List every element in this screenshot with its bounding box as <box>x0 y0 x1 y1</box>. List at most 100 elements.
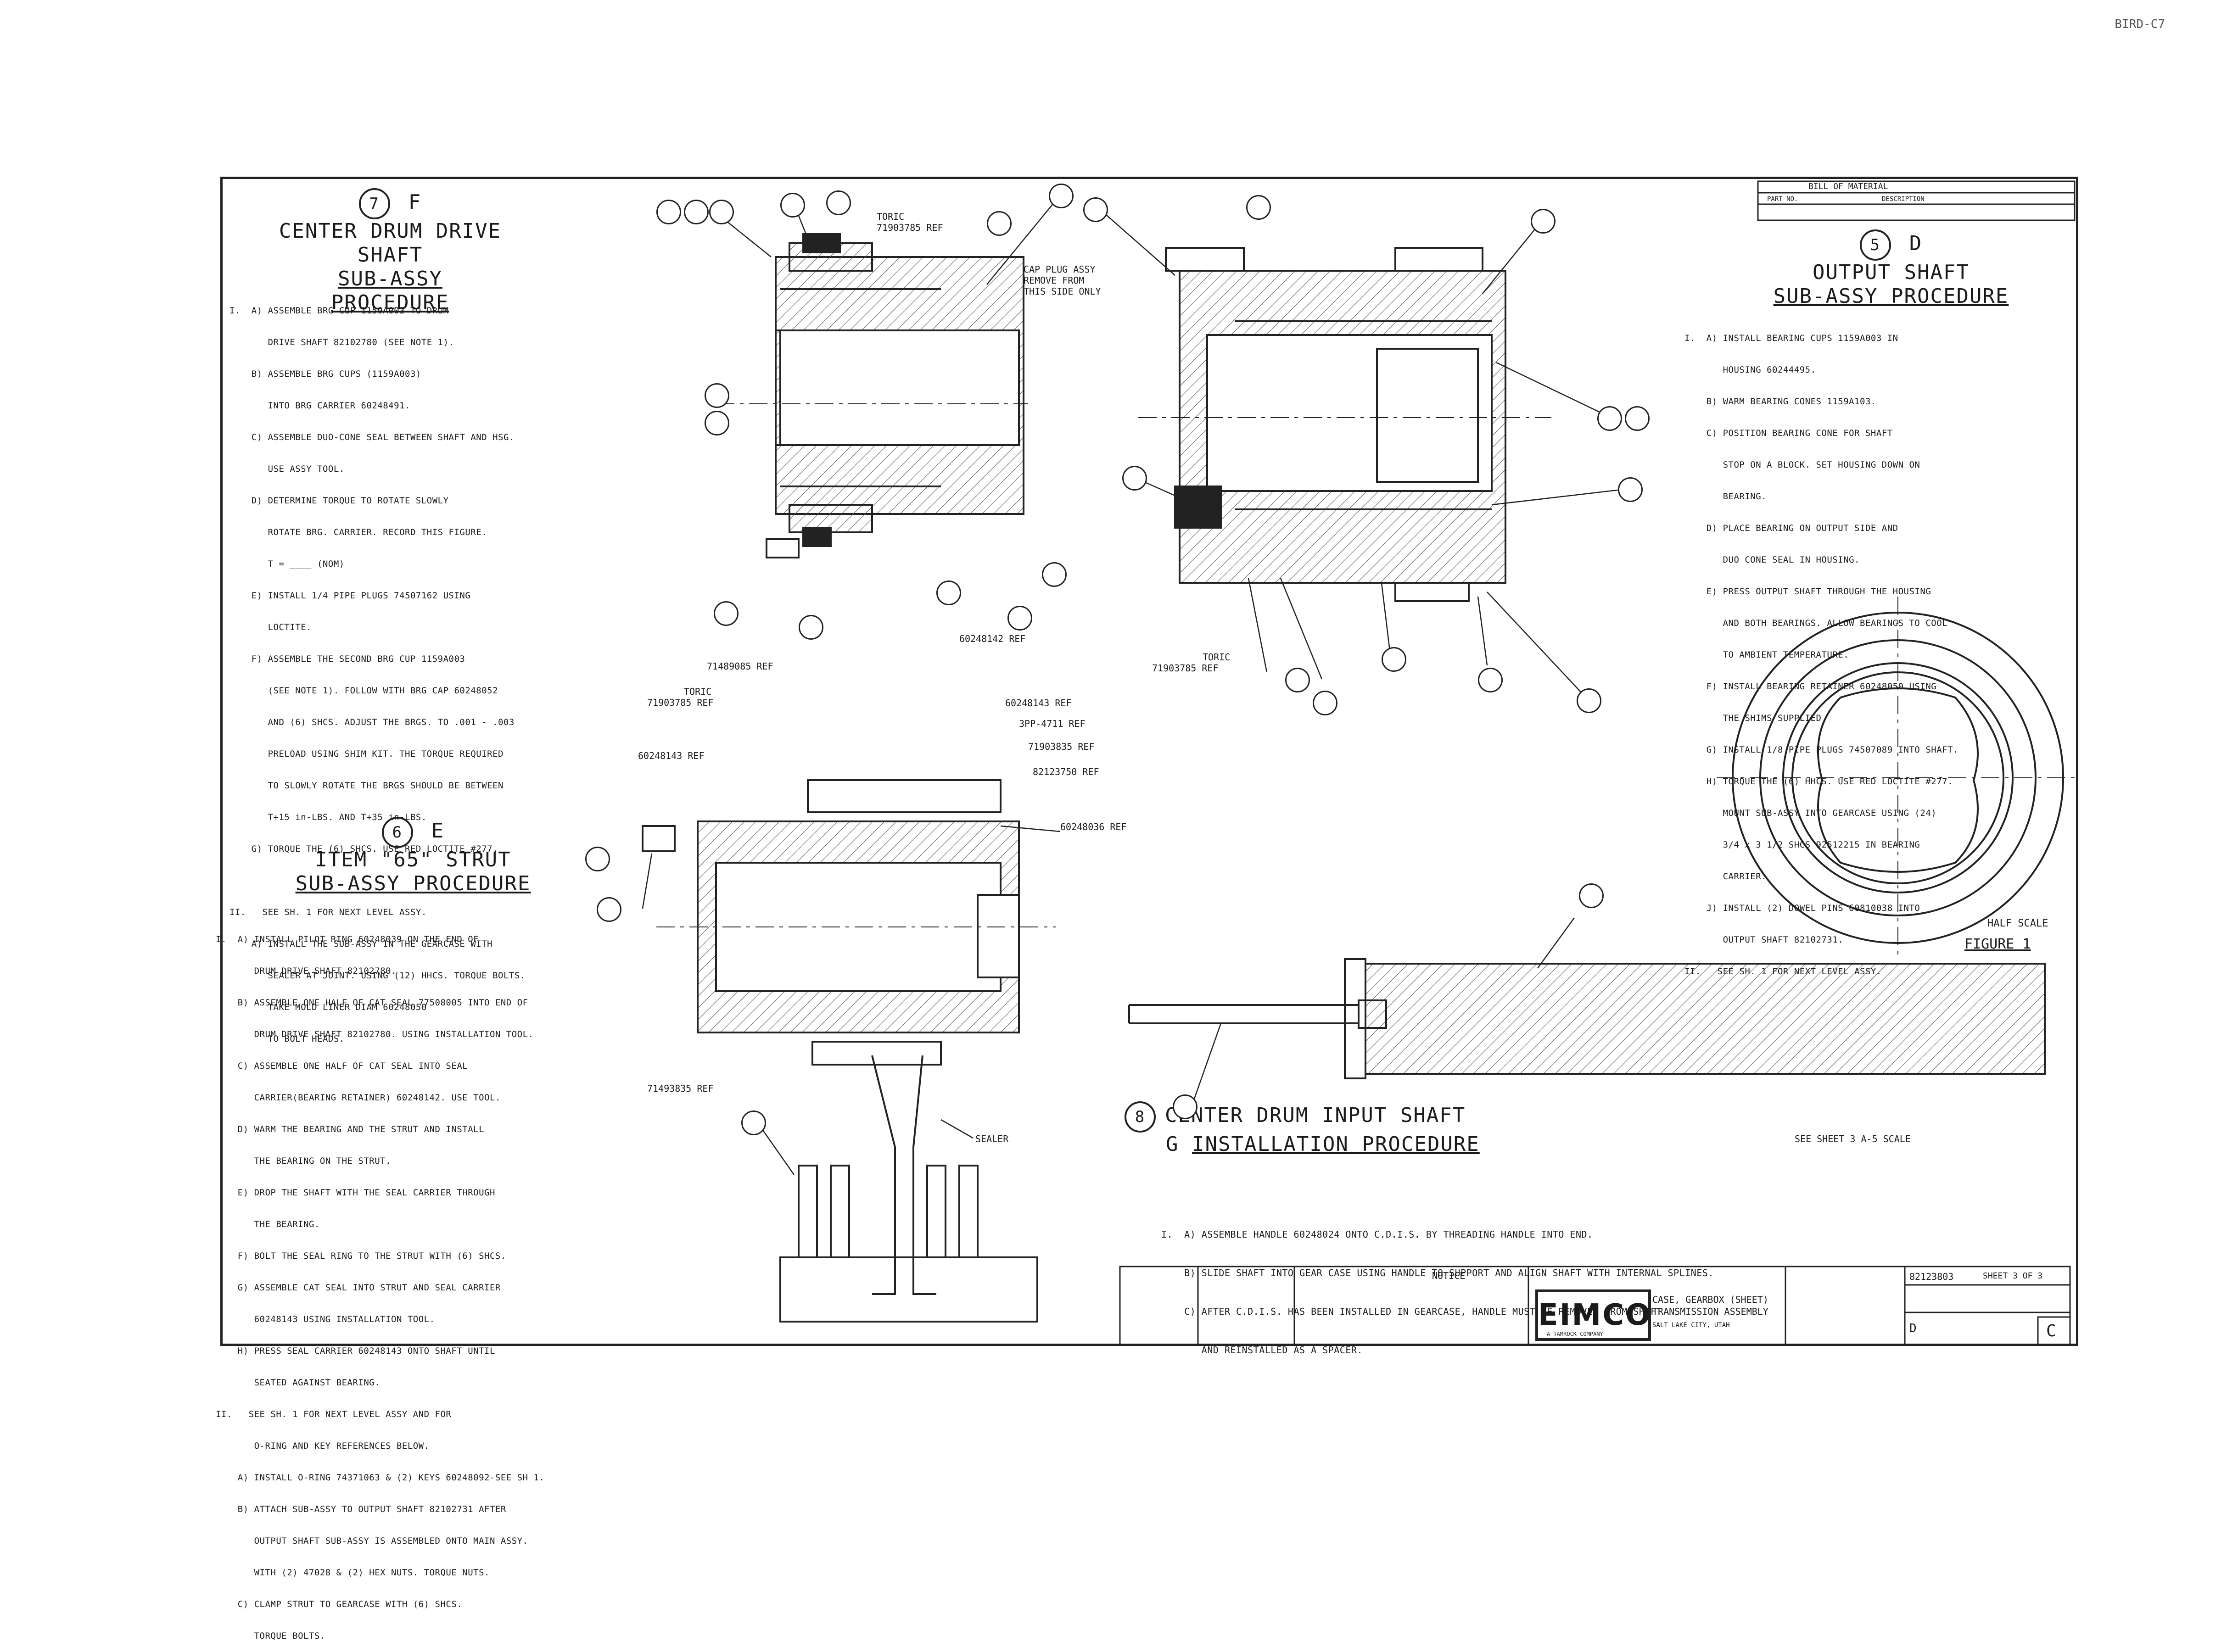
section-g-scale-note: SEE SHEET 3 A-5 SCALE <box>1795 1133 1911 1144</box>
step: H) TORQUE THE (6) HHCS. USE RED LOCTITE … <box>1684 776 1953 787</box>
item-balloon <box>987 211 1012 236</box>
step: CARRIER. <box>1684 871 1767 882</box>
view-number-d: 5 <box>1859 229 1891 261</box>
step: D) PLACE BEARING ON OUTPUT SIDE AND <box>1684 523 1898 533</box>
drawing-number: 82123803 <box>1909 1271 1954 1282</box>
section-g-steps: I. A) ASSEMBLE HANDLE 60248024 ONTO C.D.… <box>1161 1202 1714 1369</box>
step: O-RING AND KEY REFERENCES BELOW. <box>216 1441 430 1451</box>
section-d-steps: I. A) INSTALL BEARING CUPS 1159A003 IN H… <box>1684 312 1958 988</box>
step: I. A) INSTALL BEARING CUPS 1159A003 IN <box>1684 333 1898 343</box>
step: DRUM DRIVE SHAFT 82102780. USING INSTALL… <box>216 1029 534 1039</box>
step: A) INSTALL O-RING 74371063 & (2) KEYS 60… <box>216 1473 545 1483</box>
section-d-title-line1: OUTPUT SHAFT <box>1813 261 1970 284</box>
step: OUTPUT SHAFT SUB-ASSY IS ASSEMBLED ONTO … <box>216 1536 528 1546</box>
step: OUTPUT SHAFT 82102731. <box>1684 935 1844 945</box>
step: USE ASSY TOOL. <box>229 464 345 474</box>
step: B) SLIDE SHAFT INTO GEAR CASE USING HAND… <box>1161 1267 1714 1278</box>
item-balloon <box>936 580 961 605</box>
step: CARRIER(BEARING RETAINER) 60248142. USE … <box>216 1093 501 1103</box>
view-number-f: 7 <box>358 188 390 219</box>
step: B) ASSEMBLE ONE HALF OF CAT SEAL 7750800… <box>216 998 528 1008</box>
step: D) DETERMINE TORQUE TO ROTATE SLOWLY <box>229 496 449 506</box>
label-e-ref7: 71903835 REF <box>1028 741 1095 752</box>
section-e-drawing <box>642 779 1056 1323</box>
item-balloon <box>684 200 709 224</box>
label-cap-plug: CAP PLUG ASSY <box>1024 264 1096 275</box>
label-toric-mid-ref: 71903785 REF <box>1152 663 1219 674</box>
step: DRUM DRIVE SHAFT 82102780. <box>216 966 397 976</box>
step: TAKE MOLD LINER DIAM 60248050 <box>229 1002 427 1012</box>
step: 3/4 x 3 1/2 SHCS 92512215 IN BEARING <box>1684 840 1920 850</box>
item-balloon <box>799 615 823 640</box>
view-number-g: 8 <box>1125 1101 1156 1133</box>
label-e-ref3: 60248143 REF <box>638 750 705 761</box>
item-balloon <box>1382 647 1406 672</box>
item-balloon <box>1122 466 1147 491</box>
sheet-number: SHEET 3 OF 3 <box>1983 1271 2043 1281</box>
step: D) WARM THE BEARING AND THE STRUT AND IN… <box>216 1124 485 1134</box>
product-line-3: SALT LAKE CITY, UTAH <box>1652 1322 1730 1329</box>
notice-title: NOTICE <box>1432 1270 1466 1281</box>
step: E) PRESS OUTPUT SHAFT THROUGH THE HOUSIN… <box>1684 586 1931 597</box>
step: LOCTITE. <box>229 622 312 632</box>
leader-lines <box>642 195 1630 1175</box>
item-balloon <box>705 383 729 408</box>
step: MOUNT SUB-ASSY INTO GEARCASE USING (24) <box>1684 808 1937 818</box>
item-balloon <box>1042 562 1067 587</box>
section-f-title-line2: SUB-ASSY PROCEDURE <box>331 267 449 314</box>
section-g-title-line1: CENTER DRUM INPUT SHAFT <box>1165 1104 1466 1127</box>
step: AND BOTH BEARINGS. ALLOW BEARINGS TO COO… <box>1684 618 1948 628</box>
bom-col-part: PART NO. <box>1767 195 1798 203</box>
step: B) WARM BEARING CONES 1159A103. <box>1684 396 1876 407</box>
label-e-ref5: 60248143 REF <box>1005 698 1072 709</box>
item-balloon <box>714 601 739 626</box>
figure-1-caption: FIGURE 1 <box>1964 936 2031 952</box>
step: E) DROP THE SHAFT WITH THE SEAL CARRIER … <box>216 1188 495 1198</box>
section-d-title-line2: SUB-ASSY PROCEDURE <box>1773 285 2009 308</box>
step: TO SLOWLY ROTATE THE BRGS SHOULD BE BETW… <box>229 781 504 791</box>
label-e-ref1: 71489085 REF <box>707 661 773 672</box>
item-balloon <box>1478 668 1503 692</box>
step: DUO CONE SEAL IN HOUSING. <box>1684 555 1860 565</box>
step: F) INSTALL BEARING RETAINER 60248050 USI… <box>1684 681 1937 692</box>
step: G) ASSEMBLE CAT SEAL INTO STRUT AND SEAL… <box>216 1283 501 1293</box>
section-g-title-line2: INSTALLATION PROCEDURE <box>1192 1133 1480 1156</box>
company-sub: A TAMROCK COMPANY <box>1547 1331 1603 1337</box>
step: WITH (2) 47028 & (2) HEX NUTS. TORQUE NU… <box>216 1568 490 1578</box>
product-line-2: TRANSMISSION ASSEMBLY <box>1652 1306 1768 1317</box>
technical-drawing-lines <box>642 180 2079 1345</box>
label-toric-top-ref: 71903785 REF <box>877 222 943 233</box>
section-f-title-line1: CENTER DRUM DRIVE SHAFT <box>279 219 502 267</box>
title-block-grid <box>1119 180 2076 1345</box>
step: THE SHIMS SUPPLIED. <box>1684 713 1827 723</box>
step: PRELOAD USING SHIM KIT. THE TORQUE REQUI… <box>229 749 504 759</box>
item-balloon <box>656 200 681 224</box>
step: B) ASSEMBLE BRG CUPS (1159A003) <box>229 369 421 379</box>
label-e-ref2: 71903785 REF <box>647 697 714 708</box>
item-balloon <box>741 1111 766 1135</box>
step: BEARING. <box>1684 491 1767 502</box>
item-balloon <box>585 847 610 871</box>
item-balloon <box>1246 195 1271 220</box>
drawing-size: D <box>1909 1322 1917 1335</box>
step: A) INSTALL THE SUB-ASSY IN THE GEARCASE … <box>229 939 493 949</box>
step: ROTATE BRG. CARRIER. RECORD THIS FIGURE. <box>229 527 487 537</box>
item-balloon <box>705 411 729 435</box>
item-balloon <box>780 193 805 218</box>
item-balloon <box>826 190 851 215</box>
step: HOUSING 60244495. <box>1684 365 1816 375</box>
step: SEALER AT JOINT. USING (12) HHCS. TORQUE… <box>229 971 526 981</box>
label-cap-plug-2: REMOVE FROM <box>1024 275 1085 286</box>
step: C) AFTER C.D.I.S. HAS BEEN INSTALLED IN … <box>1161 1306 1662 1317</box>
view-letter-f: F <box>408 190 422 214</box>
step: STOP ON A BLOCK. SET HOUSING DOWN ON <box>1684 460 1920 470</box>
view-letter-e: E <box>431 819 445 843</box>
step: II. SEE SH. 1 FOR NEXT LEVEL ASSY. <box>1684 966 1882 977</box>
step: I. A) ASSEMBLE HANDLE 60248024 ONTO C.D.… <box>1161 1229 1593 1240</box>
revision: C <box>2046 1322 2056 1340</box>
step: H) PRESS SEAL CARRIER 60248143 ONTO SHAF… <box>216 1346 495 1356</box>
item-balloon <box>1577 688 1601 713</box>
